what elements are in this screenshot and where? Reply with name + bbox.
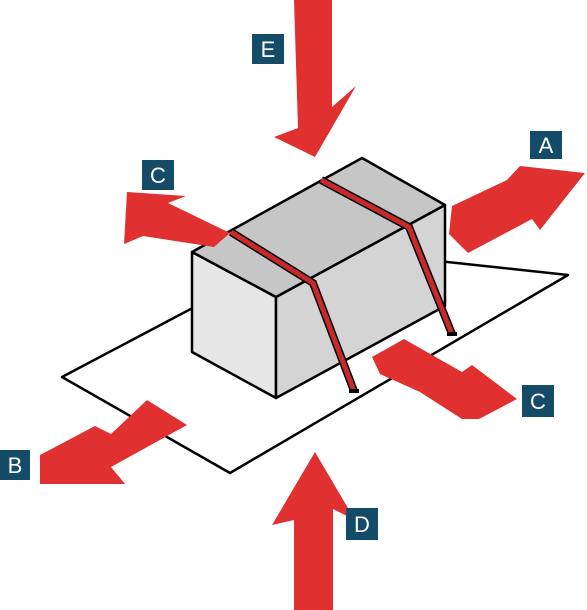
- label-c-lower: C: [522, 385, 554, 417]
- svg-text:A: A: [539, 133, 554, 158]
- arrow-c-upper-left: [124, 192, 230, 247]
- box-top-face: [190, 156, 447, 299]
- strap-anchor-front: [349, 389, 359, 393]
- arrow-b-left: [40, 400, 187, 484]
- cargo-box: [190, 156, 447, 400]
- label-c-upper: C: [142, 160, 174, 190]
- svg-text:C: C: [150, 163, 166, 188]
- arrow-d-up: [272, 452, 355, 610]
- label-e: E: [252, 34, 284, 64]
- svg-text:D: D: [354, 512, 370, 537]
- svg-text:B: B: [8, 453, 23, 478]
- lashing-straps: [228, 176, 457, 393]
- svg-text:E: E: [261, 37, 276, 62]
- label-d: D: [346, 508, 378, 540]
- arrow-c-lower-right: [372, 339, 517, 419]
- svg-text:C: C: [530, 389, 546, 414]
- strap-anchor-back: [447, 332, 457, 336]
- force-arrows: [40, 0, 585, 610]
- label-a: A: [530, 131, 562, 159]
- arrow-e-down: [274, 0, 356, 157]
- arrow-a-right: [449, 166, 585, 253]
- label-b: B: [0, 450, 30, 480]
